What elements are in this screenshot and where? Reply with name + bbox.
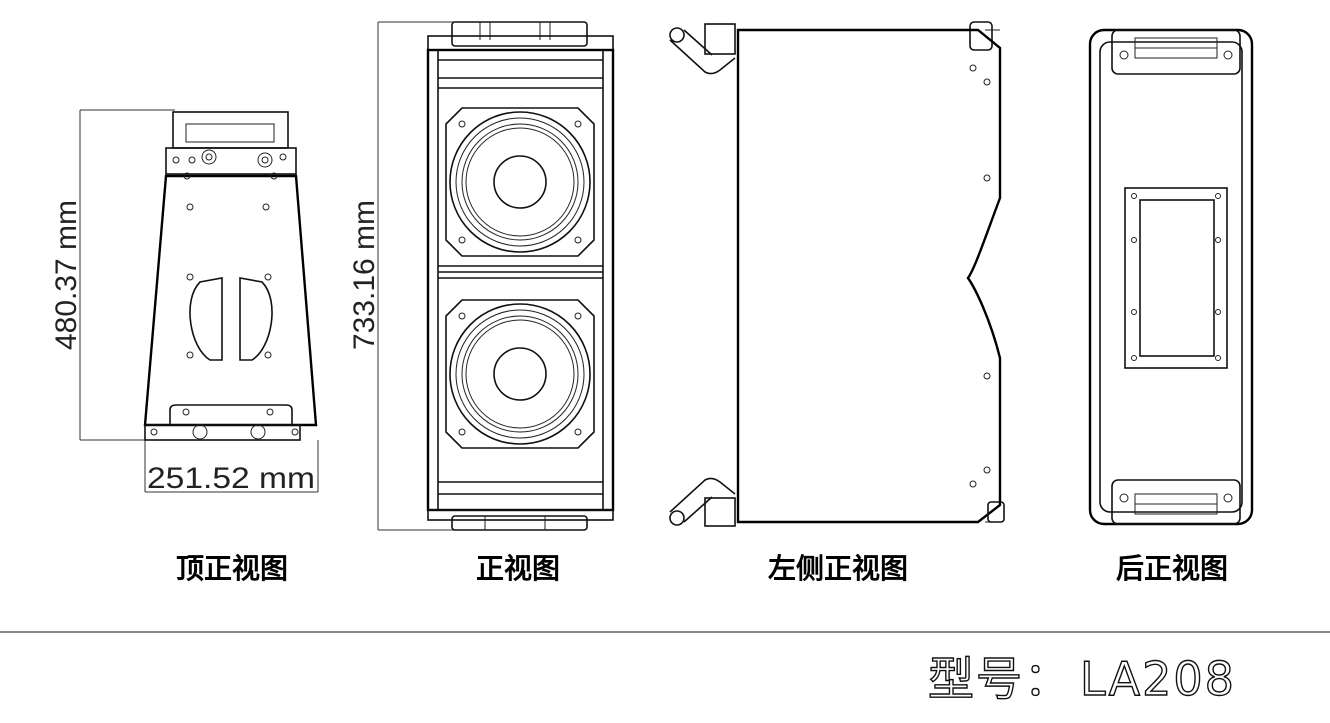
model-value: LA208 [1080, 652, 1236, 706]
dimension-height-front: 733.16 mm [348, 200, 381, 350]
dimension-height-top: 480.37 mm [50, 200, 83, 350]
label-rear-view: 后正视图 [1116, 552, 1228, 585]
model-label: 型号： [928, 652, 1072, 706]
left-side-view [669, 21, 1005, 527]
top-view: 480.37 mm 251.52 mm [50, 109, 319, 495]
front-view: 733.16 mm [348, 21, 615, 531]
rear-view [1088, 28, 1254, 526]
label-left-side-view: 左侧正视图 [768, 552, 908, 585]
dimension-width-top: 251.52 mm [147, 462, 315, 495]
label-front-view: 正视图 [476, 552, 560, 585]
label-top-view: 顶正视图 [176, 552, 288, 585]
